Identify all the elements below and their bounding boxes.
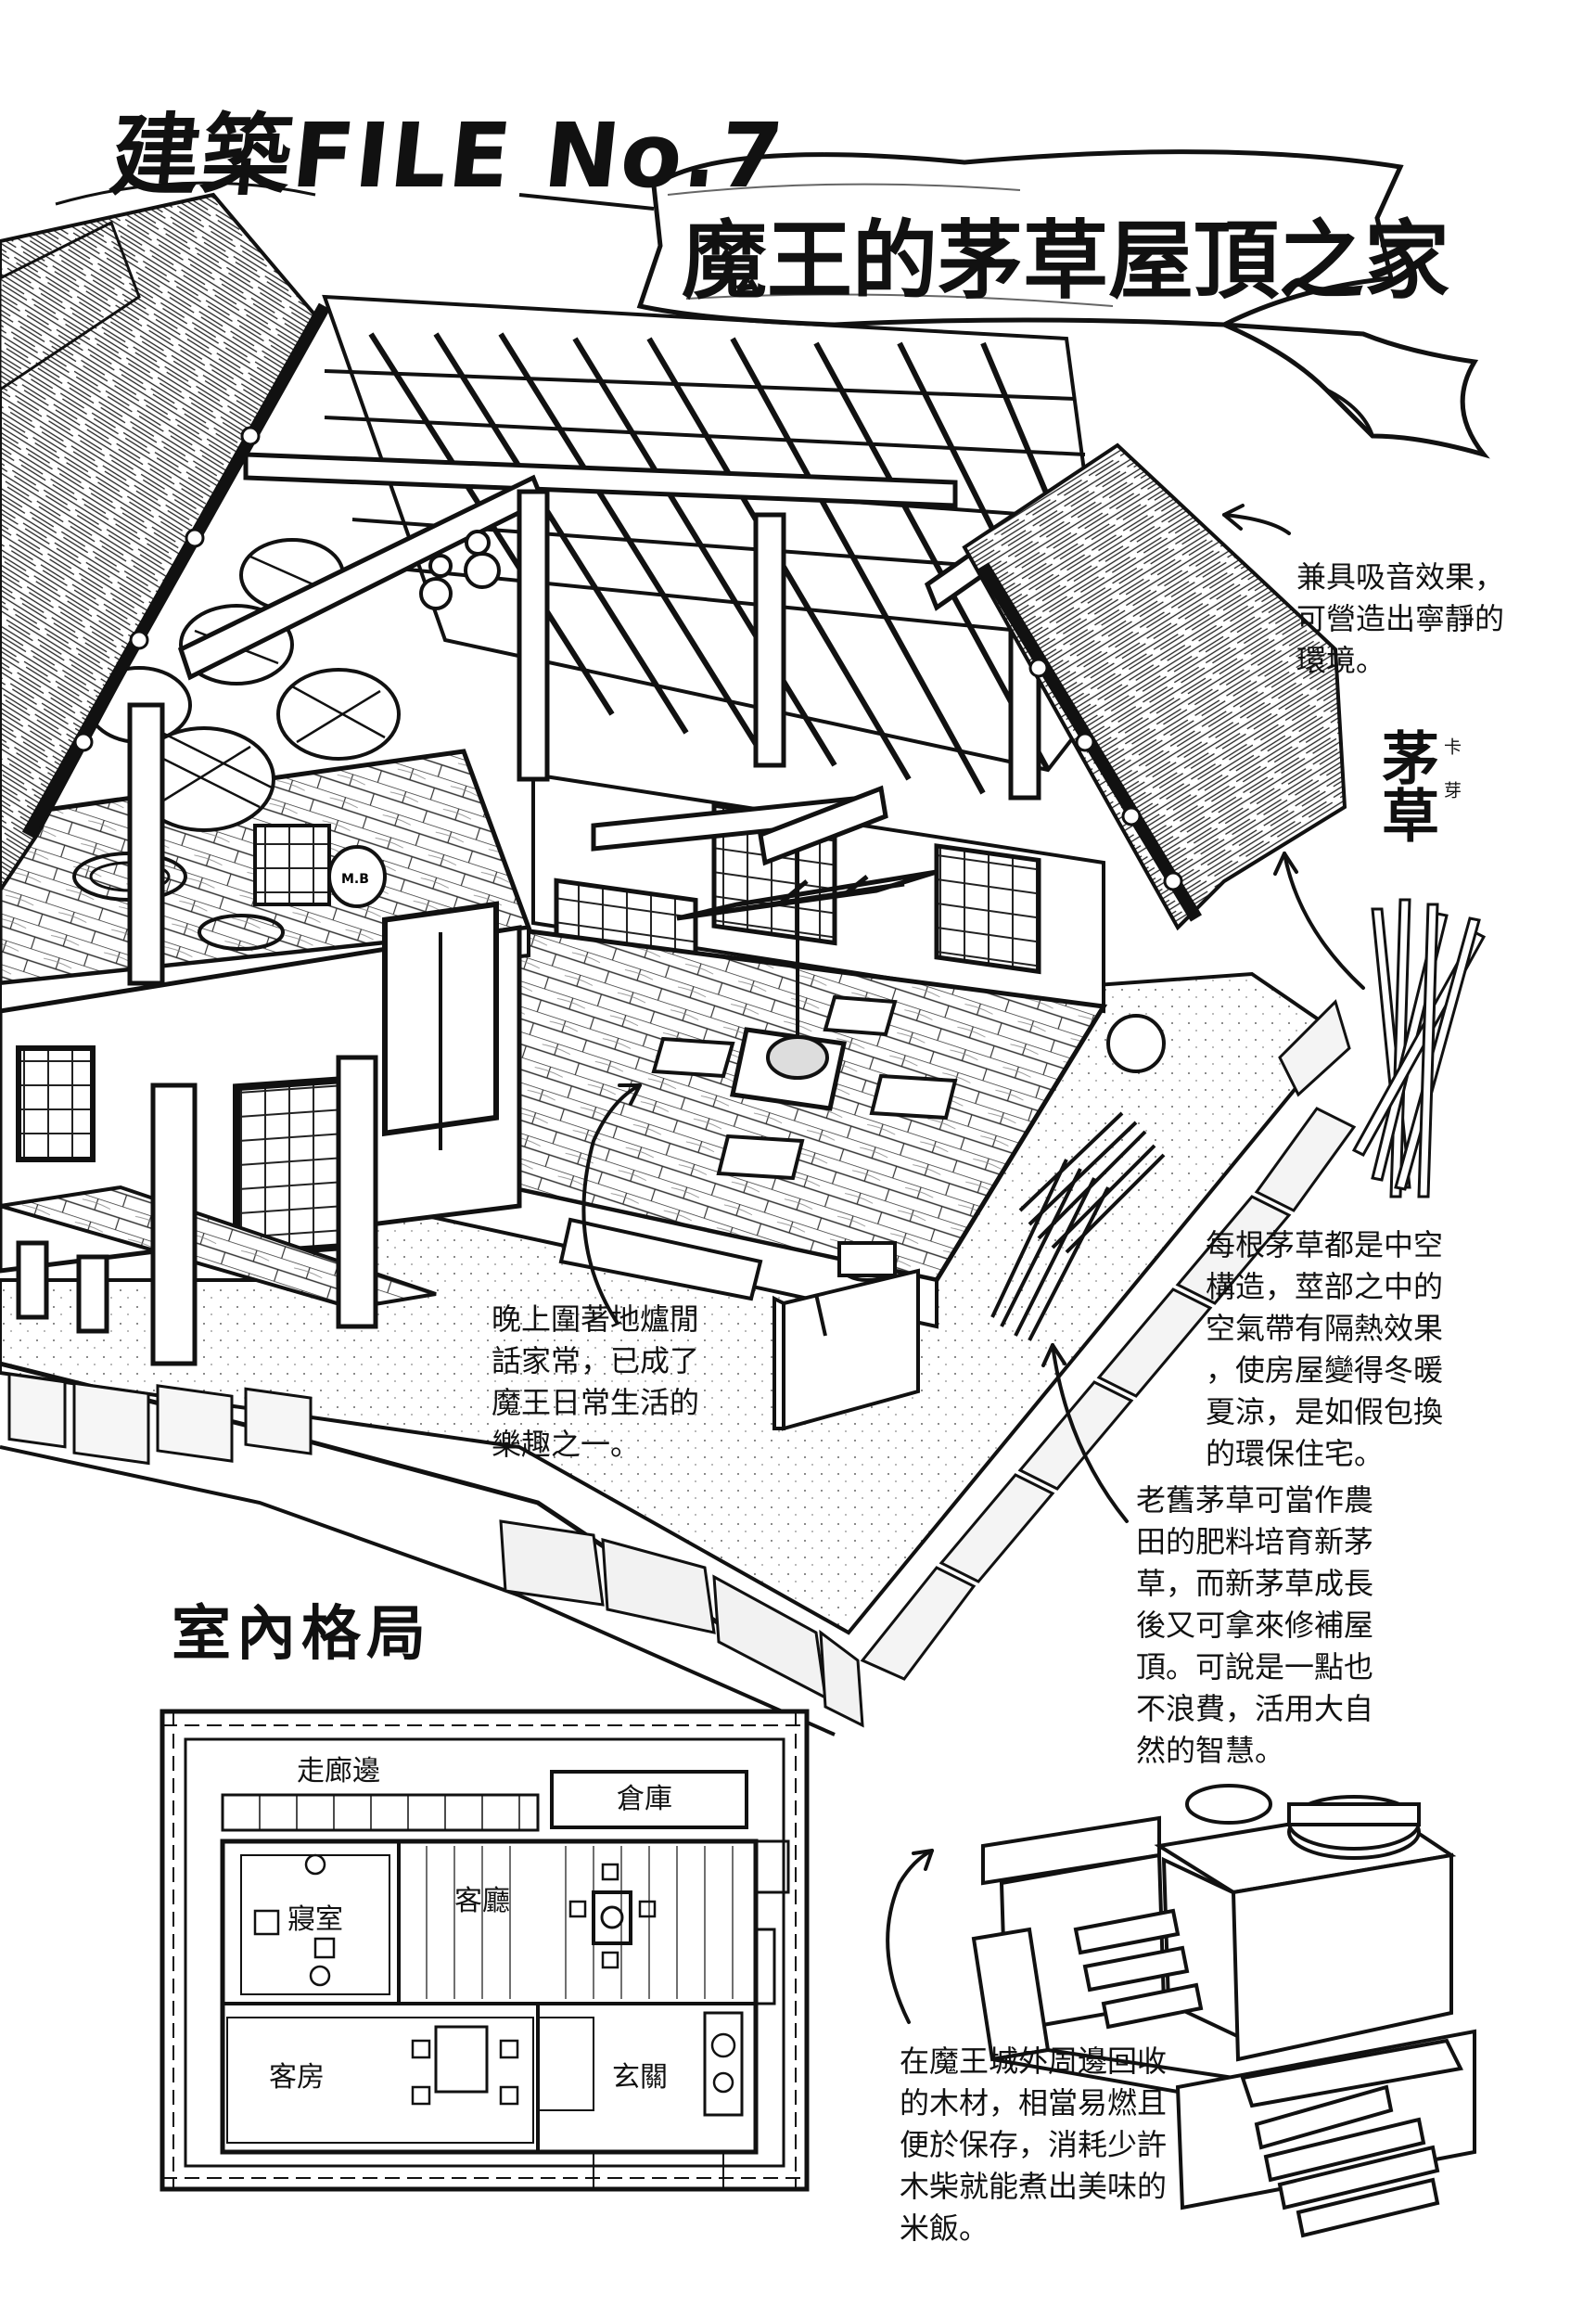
- room-storage-label: 倉庫: [617, 1783, 672, 1815]
- stove-illustration: [971, 1784, 1476, 2238]
- annotation-arrows: [581, 504, 1365, 2024]
- thatch-stalks-illustration: [1351, 898, 1487, 1198]
- page-title: 魔王的茅草屋頂之家: [682, 211, 1450, 311]
- left-structure: M.B: [0, 538, 532, 1366]
- kaya-heading: 茅草: [1372, 728, 1439, 843]
- room-bedroom-label: 寢室: [287, 1903, 343, 1936]
- room-guest-label: 客房: [269, 2061, 325, 2094]
- jar-label: M.B: [341, 872, 369, 887]
- room-corridor-label: 走廊邊: [297, 1755, 380, 1787]
- note-firewood: 在魔王城外周邊回收 的木材，相當易燃且 便於保存，消耗少許 木柴就能煮出美味的 …: [900, 2044, 1168, 2246]
- floor-plan-title: 室內格局: [172, 1599, 431, 1669]
- note-kaya-hollow: 每根茅草都是中空 構造，莖部之中的 空氣帶有隔熱效果 ，使房屋變得冬暖 夏涼，是…: [1206, 1227, 1444, 1471]
- title-banner: [518, 149, 1490, 459]
- floor-plan: [160, 1709, 810, 2192]
- kaya-ruby: 卡芽: [1441, 737, 1462, 825]
- thatched-roof: [0, 181, 1347, 931]
- note-old-kaya: 老舊茅草可當作農 田的肥料培育新茅 草，而新茅草成長 後又可拿來修補屋 頂。可說…: [1136, 1482, 1374, 1768]
- note-roof-sound: 兼具吸音效果， 可營造出寧靜的 環境。: [1296, 559, 1505, 678]
- room-living-label: 客廳: [454, 1885, 510, 1917]
- kitchen-area: [558, 1014, 1166, 1431]
- room-entrance-label: 玄關: [612, 2061, 668, 2094]
- roof-frame: [177, 294, 1126, 866]
- note-hearth: 晚上圍著地爐閒 話家常，已成了 魔王日常生活的 樂趣之一。: [492, 1301, 700, 1462]
- file-number-label: 建築FILE No.7: [106, 104, 789, 208]
